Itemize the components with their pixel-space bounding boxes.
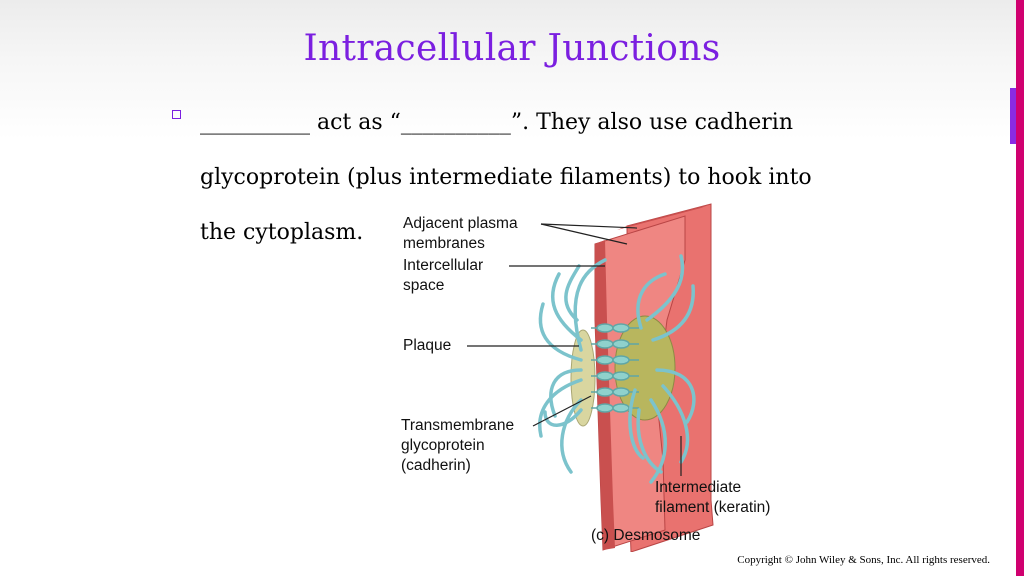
label-glyco-line2: glycoprotein xyxy=(401,437,485,454)
label-space-line2: space xyxy=(403,277,445,294)
plaque-right xyxy=(614,315,676,421)
bullet-line-1: __________ act as “__________”. They als… xyxy=(200,110,794,135)
filaments-left xyxy=(538,258,607,474)
cadherin-group xyxy=(591,323,639,413)
leader-lines xyxy=(467,223,682,476)
membrane-back-top xyxy=(617,204,711,230)
label-plasma-line2: membranes xyxy=(403,235,485,252)
label-glyco-line1: Transmembrane xyxy=(401,417,515,434)
label-filament-line1: Intermediate xyxy=(655,479,742,496)
label-plaque: Plaque xyxy=(403,337,452,354)
label-space-line1: Intercellular xyxy=(403,257,484,274)
label-glyco-line3: (cadherin) xyxy=(401,457,471,474)
slide-title: Intracellular Junctions xyxy=(303,28,721,69)
figure-caption: (c) Desmosome xyxy=(591,527,701,544)
filaments-right xyxy=(628,254,696,484)
desmosome-diagram: Adjacent plasma membranes Intercellular … xyxy=(395,200,795,553)
bullet-line-3: the cytoplasm. xyxy=(200,220,364,245)
accent-bar-right xyxy=(1016,0,1024,576)
desmosome-illustration xyxy=(467,203,714,553)
copyright-notice: Copyright © John Wiley & Sons, Inc. All … xyxy=(737,554,990,566)
label-intermediate-filament: Intermediate filament (keratin) xyxy=(655,478,770,518)
label-transmembrane-glycoprotein: Transmembrane glycoprotein (cadherin) xyxy=(401,416,514,476)
accent-bar-secondary xyxy=(1010,88,1016,144)
label-filament-line2: filament (keratin) xyxy=(655,499,771,516)
bullet-square-icon xyxy=(172,110,181,119)
label-intercellular-space: Intercellular space xyxy=(403,256,483,296)
bullet-line-2: glycoprotein (plus intermediate filament… xyxy=(200,165,812,190)
label-plasma-membranes: Adjacent plasma membranes xyxy=(403,214,518,254)
bullet-text: __________ act as “__________”. They als… xyxy=(200,95,880,260)
label-plasma-line1: Adjacent plasma xyxy=(403,215,518,232)
